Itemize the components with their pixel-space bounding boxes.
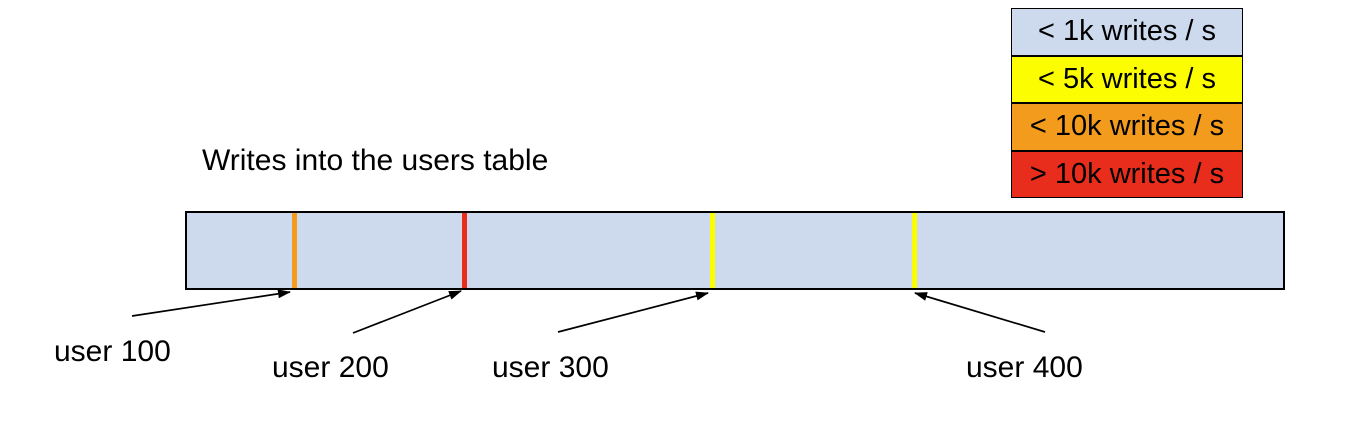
write-hotspot-marker-user-100: [292, 213, 297, 288]
legend-item-label: > 10k writes / s: [1029, 157, 1225, 190]
arrow-user-400: [914, 292, 1046, 333]
user-label-100: user 100: [54, 335, 171, 368]
legend-item-label: < 10k writes / s: [1029, 110, 1225, 143]
legend-item-lt-5k: < 5k writes / s: [1011, 55, 1243, 103]
user-label-200: user 200: [272, 351, 389, 384]
users-table-bar: [185, 211, 1285, 290]
write-hotspot-marker-user-300: [710, 213, 715, 288]
user-label-300: user 300: [492, 351, 609, 384]
arrow-user-300: [557, 291, 709, 333]
legend: < 1k writes / s < 5k writes / s < 10k wr…: [1011, 8, 1243, 198]
legend-item-lt-10k: < 10k writes / s: [1011, 103, 1243, 151]
user-label-400: user 400: [966, 351, 1083, 384]
arrow-user-200: [352, 290, 462, 334]
diagram-title: Writes into the users table: [202, 144, 549, 177]
write-hotspot-marker-user-400: [912, 213, 917, 288]
arrow-user-100: [131, 289, 291, 317]
legend-item-label: < 1k writes / s: [1037, 15, 1217, 48]
legend-item-gt-10k: > 10k writes / s: [1011, 150, 1243, 198]
legend-item-label: < 5k writes / s: [1037, 62, 1217, 95]
write-hotspot-marker-user-200: [462, 213, 467, 288]
legend-item-lt-1k: < 1k writes / s: [1011, 8, 1243, 56]
